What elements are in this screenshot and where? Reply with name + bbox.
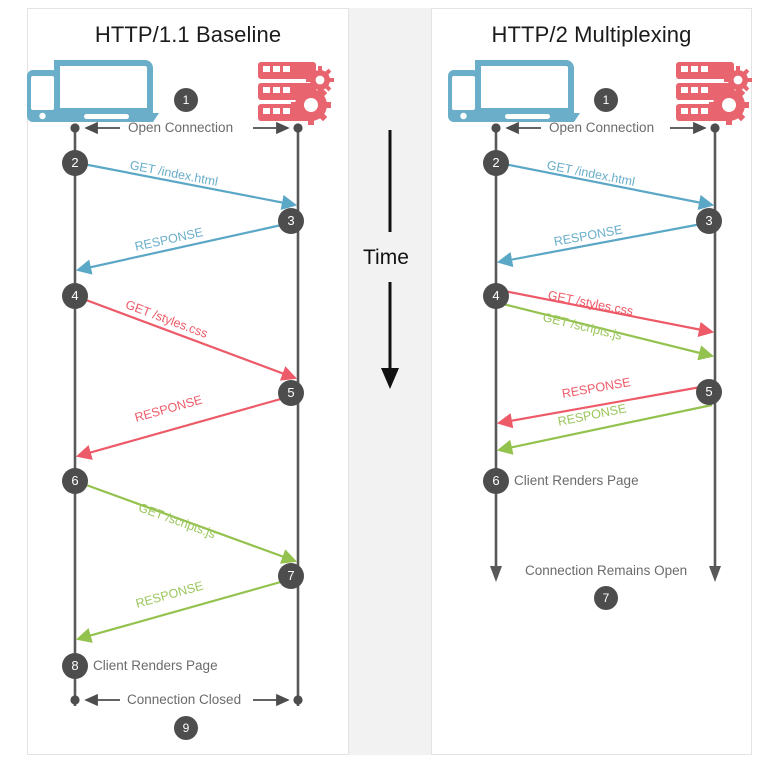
left-arrow-response-index bbox=[75, 220, 296, 275]
left-badge-2: 2 bbox=[62, 150, 88, 176]
right-server-lifeline-arrowhead bbox=[709, 566, 721, 582]
time-axis-label: Time bbox=[363, 246, 409, 269]
right-client-lifeline-arrowhead bbox=[490, 566, 502, 582]
left-badge-4: 4 bbox=[62, 283, 88, 309]
right-badge-6: 6 bbox=[483, 468, 509, 494]
left-client-icon bbox=[27, 60, 159, 122]
right-arrow-get-scripts bbox=[498, 301, 715, 361]
time-arrow-head bbox=[381, 368, 399, 389]
right-arrow-get-index bbox=[498, 161, 715, 211]
left-client-renders-label: Client Renders Page bbox=[93, 658, 218, 673]
left-connection-closed-label: Connection Closed bbox=[127, 692, 242, 707]
right-panel-title: HTTP/2 Multiplexing bbox=[491, 22, 692, 47]
left-badge-6: 6 bbox=[62, 468, 88, 494]
left-server-icon bbox=[258, 62, 334, 125]
right-client-icon bbox=[448, 60, 580, 122]
left-badge-1: 1 bbox=[174, 88, 198, 112]
left-arrow-get-scripts bbox=[77, 480, 298, 564]
left-panel-title: HTTP/1.1 Baseline bbox=[94, 22, 282, 47]
right-server-icon bbox=[676, 62, 752, 125]
right-badge-7: 7 bbox=[594, 586, 618, 610]
right-badge-2: 2 bbox=[483, 150, 509, 176]
right-arrow-get-styles bbox=[498, 288, 715, 338]
right-arrow-response-index bbox=[496, 220, 713, 268]
left-arrow-get-styles bbox=[77, 295, 298, 381]
right-client-renders-label: Client Renders Page bbox=[514, 473, 639, 488]
left-badge-3: 3 bbox=[278, 208, 304, 234]
left-open-connection-label: Open Connection bbox=[128, 120, 234, 135]
left-badge-9: 9 bbox=[174, 716, 198, 740]
left-badge-5: 5 bbox=[278, 380, 304, 406]
right-badge-5: 5 bbox=[696, 379, 722, 405]
right-arrow-response-styles bbox=[496, 383, 713, 429]
left-arrow-get-index bbox=[77, 161, 298, 211]
right-badge-3: 3 bbox=[696, 208, 722, 234]
right-open-connection-label: Open Connection bbox=[549, 120, 655, 135]
left-arrow-response-scripts bbox=[75, 576, 296, 643]
left-arrow-response-styles bbox=[75, 393, 296, 460]
right-arrow-response-scripts bbox=[496, 403, 713, 455]
left-badge-7: 7 bbox=[278, 563, 304, 589]
right-connection-remains-open-label: Connection Remains Open bbox=[525, 563, 688, 578]
left-badge-8: 8 bbox=[62, 653, 88, 679]
right-badge-1: 1 bbox=[594, 88, 618, 112]
right-badge-4: 4 bbox=[483, 283, 509, 309]
